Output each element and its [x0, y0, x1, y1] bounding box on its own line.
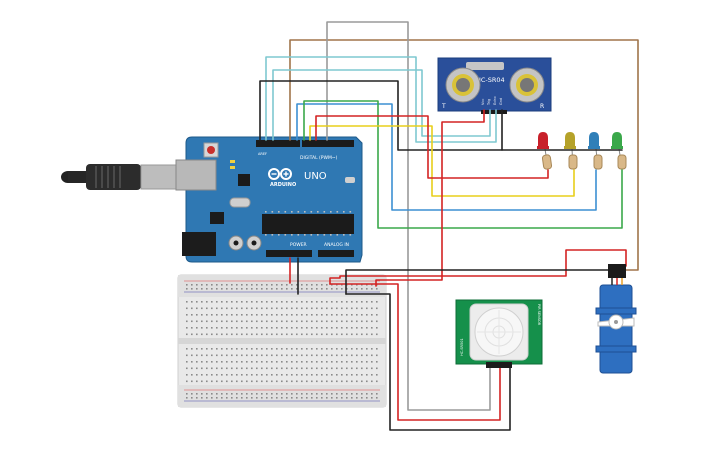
power-label: POWER: [290, 242, 307, 248]
led-blue[interactable]: [588, 132, 600, 149]
wire-cyan[interactable]: [265, 56, 497, 143]
resistor[interactable]: [568, 148, 578, 170]
servo-motor[interactable]: [595, 264, 637, 374]
receiver-icon: [509, 67, 545, 103]
servo-horn-icon: [597, 314, 635, 330]
pir-left-text: HC-SR501: [460, 338, 464, 356]
usb-cable: [61, 164, 182, 190]
wire-black[interactable]: [345, 269, 615, 295]
wire-red[interactable]: [375, 109, 485, 287]
pir-motion-sensor[interactable]: HC-SR501 PIR SENSOR: [455, 299, 543, 368]
wires: [259, 21, 639, 431]
aref-label: AREF: [258, 152, 267, 156]
wire-red[interactable]: [315, 115, 549, 179]
usb-port: [175, 159, 217, 191]
digital-header-a: [256, 140, 300, 147]
ultrasonic-sensor-hc-sr04[interactable]: HC-SR04 T R Vcc Trig Echo Gnd: [437, 57, 552, 114]
arduino-brand: ARDUINO: [270, 182, 296, 188]
breadboard[interactable]: [177, 274, 387, 408]
led-red[interactable]: [537, 132, 549, 149]
arduino-uno-board[interactable]: DIGITAL (PWM~) AREF ARDUINO UNO POWER AN…: [175, 136, 363, 263]
wire-blue[interactable]: [296, 103, 597, 211]
transmitter-icon: [445, 67, 481, 103]
led-yellow[interactable]: [564, 132, 576, 149]
pin-label-vcc: Vcc: [481, 99, 485, 105]
arduino-model: UNO: [304, 171, 327, 182]
power-header: [266, 250, 312, 257]
wire-gray[interactable]: [326, 21, 491, 411]
wire-black[interactable]: [259, 80, 623, 151]
wire-red[interactable]: [329, 249, 627, 285]
ultrasonic-model: HC-SR04: [476, 76, 505, 84]
wire-green[interactable]: [303, 100, 623, 229]
analog-label: ANALOG IN: [324, 242, 349, 248]
pin-label-echo: Echo: [493, 97, 497, 106]
digital-label: DIGITAL (PWM~): [300, 155, 338, 161]
digital-header-b: [302, 140, 354, 147]
wire-brown[interactable]: [289, 39, 639, 271]
pin-label-gnd: Gnd: [499, 98, 503, 105]
power-jack: [182, 232, 216, 256]
arduino-logo-icon: [268, 168, 292, 180]
resistor[interactable]: [541, 148, 553, 170]
pir-right-text: PIR SENSOR: [537, 304, 541, 326]
receiver-label: R: [540, 103, 544, 110]
transmitter-label: T: [441, 103, 446, 110]
usb-chip: [238, 174, 250, 186]
wire-black[interactable]: [345, 293, 511, 431]
resistor[interactable]: [617, 148, 627, 170]
analog-header: [318, 250, 354, 257]
pin-label-trig: Trig: [487, 99, 491, 106]
wire-red[interactable]: [329, 283, 501, 421]
led-green[interactable]: [611, 132, 623, 149]
atmega-chip: [262, 214, 354, 234]
resistor[interactable]: [593, 148, 603, 170]
wire-yellow[interactable]: [309, 125, 575, 197]
